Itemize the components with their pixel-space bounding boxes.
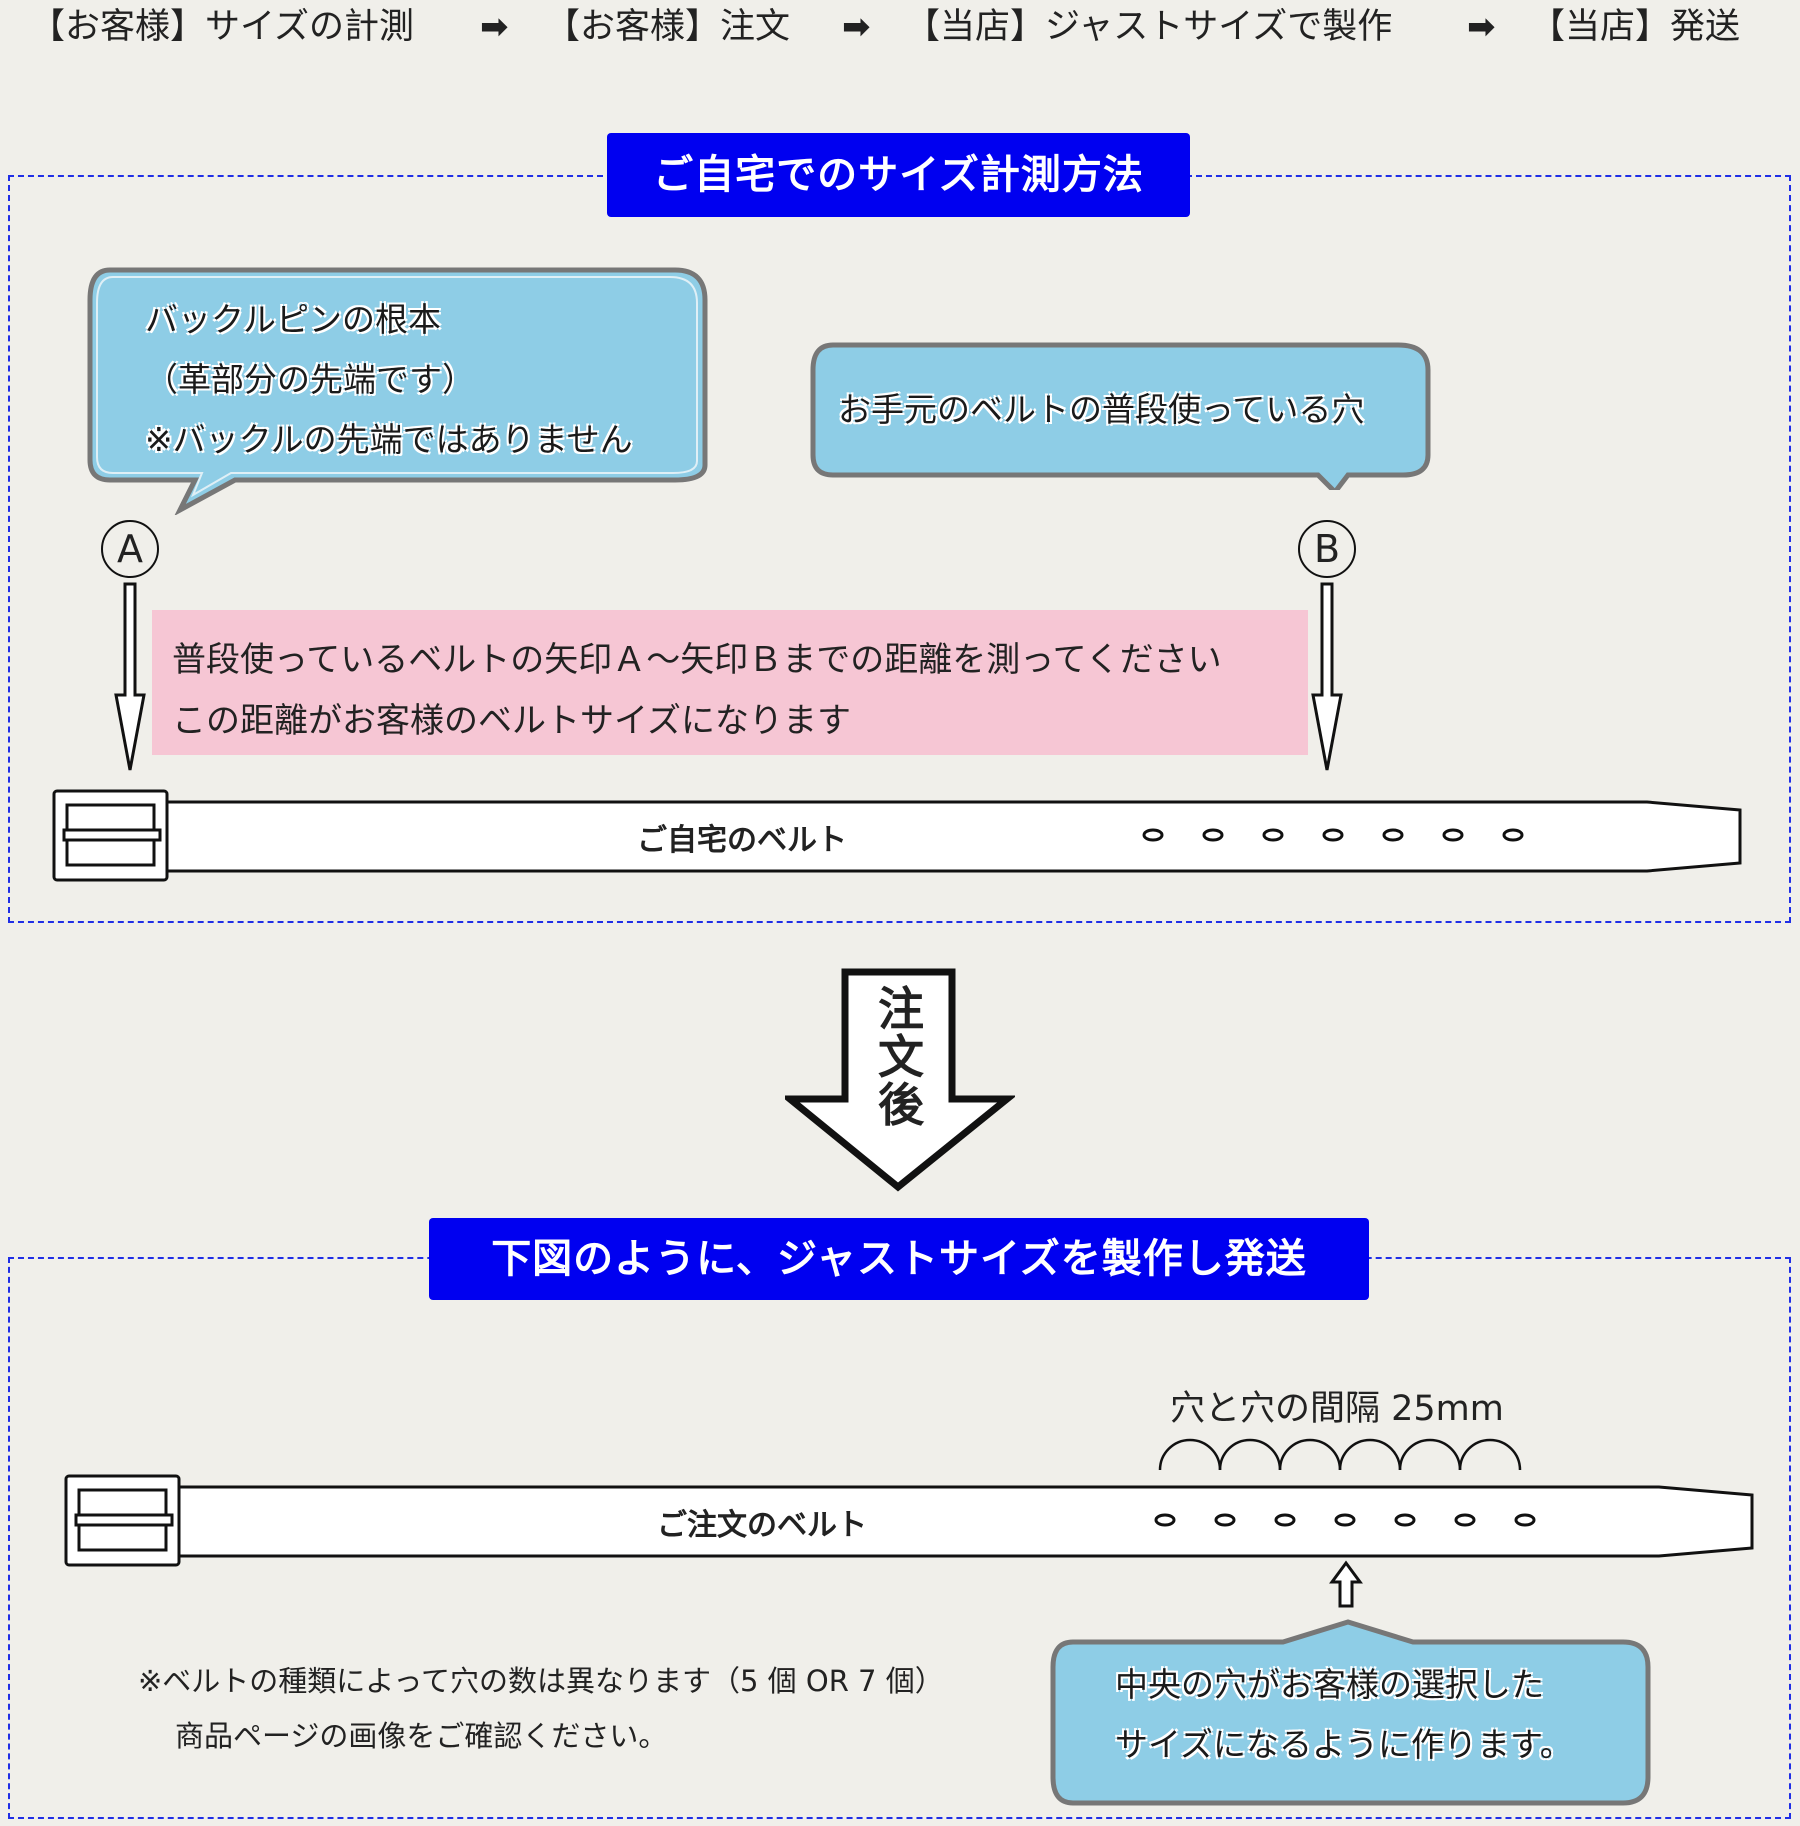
instruction-line1: 普段使っているベルトの矢印Ａ～矢印Ｂまでの距離を測ってください xyxy=(172,640,1222,680)
ordered-belt xyxy=(64,1474,1754,1567)
result-title: 下図のように、ジャストサイズを製作し発送 xyxy=(429,1218,1369,1300)
bubble-a-line2: （革部分の先端です） xyxy=(145,360,475,399)
belt-hole xyxy=(1202,828,1224,842)
instruction-box: 普段使っているベルトの矢印Ａ～矢印Ｂまでの距離を測ってください この距離がお客様… xyxy=(152,610,1308,755)
order-char-2: 文 xyxy=(878,1030,924,1084)
order-char-1: 注 xyxy=(878,982,924,1036)
belt-hole xyxy=(1442,828,1464,842)
hole-count-note: ※ベルトの種類によって穴の数は異なります（5 個 OR 7 個） xyxy=(138,1664,944,1698)
spacing-label: 穴と穴の間隔 25mm xyxy=(1170,1389,1504,1429)
bubble-b-text: お手元のベルトの普段使っている穴 xyxy=(838,390,1365,429)
home-belt xyxy=(52,789,1742,882)
ordered-belt-label: ご注文のベルト xyxy=(657,1508,867,1543)
center-hole-up-arrow-icon xyxy=(1329,1560,1363,1608)
flow-arrow-icon: ➡ xyxy=(1467,7,1496,47)
belt-hole xyxy=(1382,828,1404,842)
measure-title: ご自宅でのサイズ計測方法 xyxy=(607,133,1190,217)
belt-hole xyxy=(1322,828,1344,842)
center-bubble-line2: サイズになるように作ります。 xyxy=(1115,1725,1573,1764)
belt-hole xyxy=(1502,828,1524,842)
home-belt-label: ご自宅のベルト xyxy=(637,823,847,858)
order-char-3: 後 xyxy=(878,1078,924,1132)
belt-hole xyxy=(1514,1513,1536,1527)
belt-hole xyxy=(1214,1513,1236,1527)
process-flow: 【お客様】サイズの計測 ➡ 【お客様】注文 ➡ 【当店】ジャストサイズで製作 ➡… xyxy=(0,0,1800,60)
flow-arrow-icon: ➡ xyxy=(842,7,871,47)
order-arrow-label: 注 文 後 xyxy=(871,985,931,1129)
center-bubble-line1: 中央の穴がお客様の選択した xyxy=(1115,1665,1544,1704)
marker-b: B xyxy=(1298,520,1356,578)
product-image-note: 商品ページの画像をご確認ください。 xyxy=(175,1719,668,1753)
bubble-a-line1: バックルピンの根本 xyxy=(145,300,442,339)
marker-a: A xyxy=(101,520,159,578)
speech-bubble-b xyxy=(810,342,1431,490)
arrow-b-down-icon xyxy=(1311,582,1343,771)
speech-bubble-center xyxy=(1050,1619,1651,1806)
bubble-a-line3: ※バックルの先端ではありません xyxy=(145,420,633,459)
flow-step-ship: 【当店】発送 xyxy=(1530,7,1741,47)
flow-arrow-icon: ➡ xyxy=(480,7,509,47)
belt-hole xyxy=(1454,1513,1476,1527)
belt-hole xyxy=(1142,828,1164,842)
flow-step-measure: 【お客様】サイズの計測 xyxy=(30,7,414,47)
belt-hole xyxy=(1334,1513,1356,1527)
order-down-arrow-icon xyxy=(785,968,1015,1192)
speech-bubble-a xyxy=(87,267,708,515)
flow-step-make: 【当店】ジャストサイズで製作 xyxy=(905,7,1393,47)
belt-hole xyxy=(1262,828,1284,842)
belt-hole xyxy=(1394,1513,1416,1527)
flow-step-order: 【お客様】注文 xyxy=(545,7,791,47)
spacing-arcs xyxy=(1158,1438,1522,1471)
belt-hole xyxy=(1274,1513,1296,1527)
belt-hole xyxy=(1154,1513,1176,1527)
instruction-line2: この距離がお客様のベルトサイズになります xyxy=(172,701,851,741)
arrow-a-down-icon xyxy=(114,582,146,771)
